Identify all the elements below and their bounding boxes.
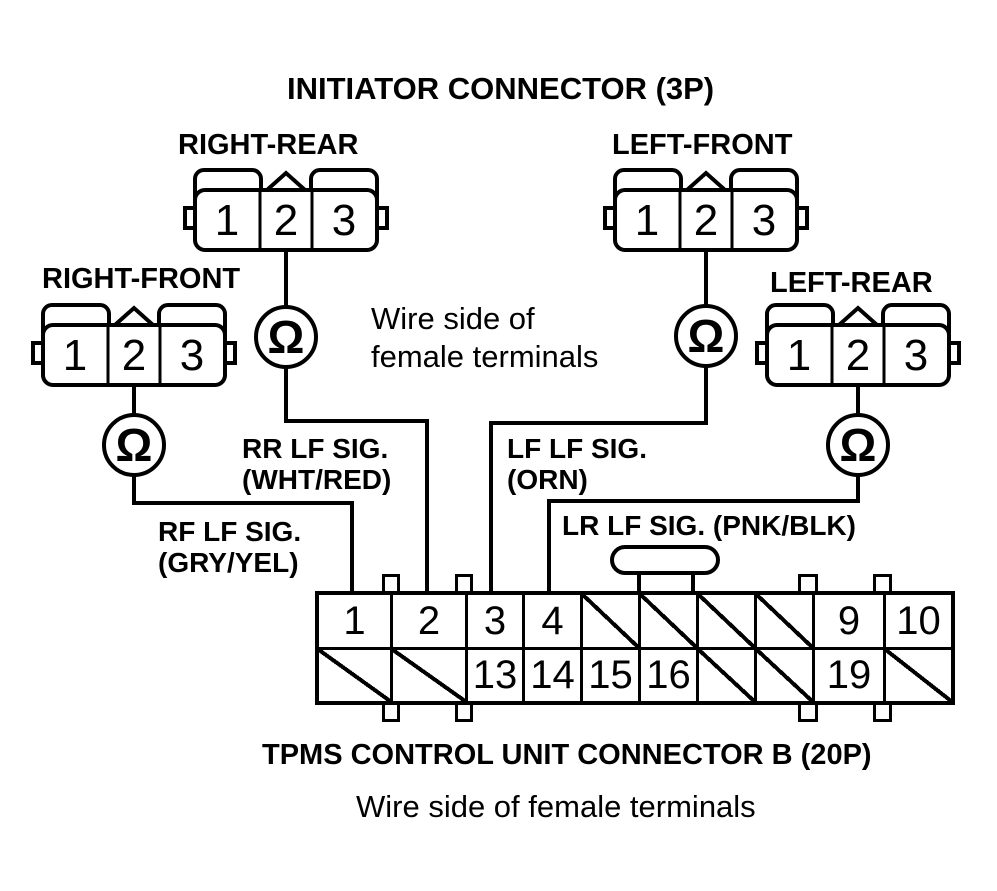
pin-number: 3 xyxy=(332,196,356,245)
ohm-icon: Ω xyxy=(268,311,305,363)
initiator-connector-left-front: 1 2 3 xyxy=(601,166,811,254)
connector-latch xyxy=(610,545,720,592)
connector-tab xyxy=(798,574,818,591)
wire-label-lr: LR LF SIG. (PNK/BLK) xyxy=(562,510,856,541)
ohm-meter-left-rear: Ω xyxy=(826,413,890,477)
connector-tab xyxy=(873,705,892,722)
pin-number: 1 xyxy=(787,331,811,380)
tpms-pin-1: 1 xyxy=(343,598,366,643)
pin-number: 1 xyxy=(635,196,659,245)
initiator-connector-left-rear: 1 2 3 xyxy=(753,301,963,389)
wire-right-rear xyxy=(284,246,429,593)
tpms-pin-10: 10 xyxy=(883,595,951,647)
pin-number: 3 xyxy=(904,331,928,380)
tpms-cell-blank xyxy=(754,647,812,701)
wire-side-note-top: Wire side of female terminals xyxy=(371,301,599,374)
pin-number: 2 xyxy=(694,196,718,245)
ohm-icon: Ω xyxy=(840,419,877,471)
page-title: INITIATOR CONNECTOR (3P) xyxy=(287,71,715,106)
connector-tab xyxy=(798,705,818,722)
tpms-pin-13: 13 xyxy=(465,647,522,701)
connector-tab xyxy=(873,574,892,591)
tpms-cell-blank xyxy=(883,647,951,701)
tpms-pin-19: 19 xyxy=(812,647,883,701)
tpms-cell-blank xyxy=(696,647,754,701)
tpms-control-unit-connector: 1 2 3 4 9 10 13 14 15 16 19 xyxy=(315,591,955,705)
pin-number: 2 xyxy=(846,331,870,380)
tpms-pin-2: 2 xyxy=(390,595,465,647)
connector-3p-drawing: 1 2 3 xyxy=(603,168,809,252)
wire-side-note-bottom: Wire side of female terminals xyxy=(356,789,756,824)
wire-label-rr: RR LF SIG. (WHT/RED) xyxy=(242,433,392,495)
tpms-cell-blank xyxy=(638,595,696,647)
tpms-cell-blank xyxy=(696,595,754,647)
ohm-meter-right-front: Ω xyxy=(102,413,166,477)
pin-number: 3 xyxy=(752,196,776,245)
tpms-cell-blank xyxy=(580,595,638,647)
ohm-icon: Ω xyxy=(688,310,725,362)
pin-number: 2 xyxy=(122,331,146,380)
label-right-rear: RIGHT-REAR xyxy=(178,129,359,161)
tpms-cell-blank xyxy=(754,595,812,647)
tpms-cell-blank xyxy=(319,647,390,701)
initiator-connector-right-front: 1 2 3 xyxy=(29,301,239,389)
connector-tab xyxy=(382,705,400,722)
ohm-icon: Ω xyxy=(116,419,153,471)
wire-label-lf: LF LF SIG. (ORN) xyxy=(507,433,647,495)
tpms-pin-14: 14 xyxy=(522,647,580,701)
tpms-pin-9: 9 xyxy=(812,595,883,647)
tpms-pin-4: 4 xyxy=(522,595,580,647)
connector-tab xyxy=(455,705,473,722)
connector-tab xyxy=(455,574,473,591)
connector-tab xyxy=(382,574,400,591)
connector-3p-drawing: 1 2 3 xyxy=(183,168,389,252)
label-left-rear: LEFT-REAR xyxy=(770,267,933,299)
pin-number: 3 xyxy=(180,331,204,380)
tpms-pin-15: 15 xyxy=(580,647,638,701)
ohm-meter-left-front: Ω xyxy=(674,304,738,368)
pin-number: 1 xyxy=(63,331,87,380)
pin-number: 1 xyxy=(215,196,239,245)
wire-left-front xyxy=(489,246,708,593)
tpms-connector-title: TPMS CONTROL UNIT CONNECTOR B (20P) xyxy=(262,739,872,771)
label-right-front: RIGHT-FRONT xyxy=(42,263,241,295)
connector-3p-drawing: 1 2 3 xyxy=(755,303,961,387)
pin-number: 2 xyxy=(274,196,298,245)
tpms-pin-16: 16 xyxy=(638,647,696,701)
initiator-connector-right-rear: 1 2 3 xyxy=(181,166,391,254)
label-left-front: LEFT-FRONT xyxy=(612,129,793,161)
wire-left-rear xyxy=(547,383,860,593)
wire-right-front xyxy=(132,383,354,593)
tpms-cell-blank xyxy=(390,647,465,701)
tpms-pin-3: 3 xyxy=(465,595,522,647)
ohm-meter-right-rear: Ω xyxy=(254,305,318,369)
wire-label-rf: RF LF SIG. (GRY/YEL) xyxy=(158,516,302,578)
connector-3p-drawing: 1 2 3 xyxy=(31,303,237,387)
